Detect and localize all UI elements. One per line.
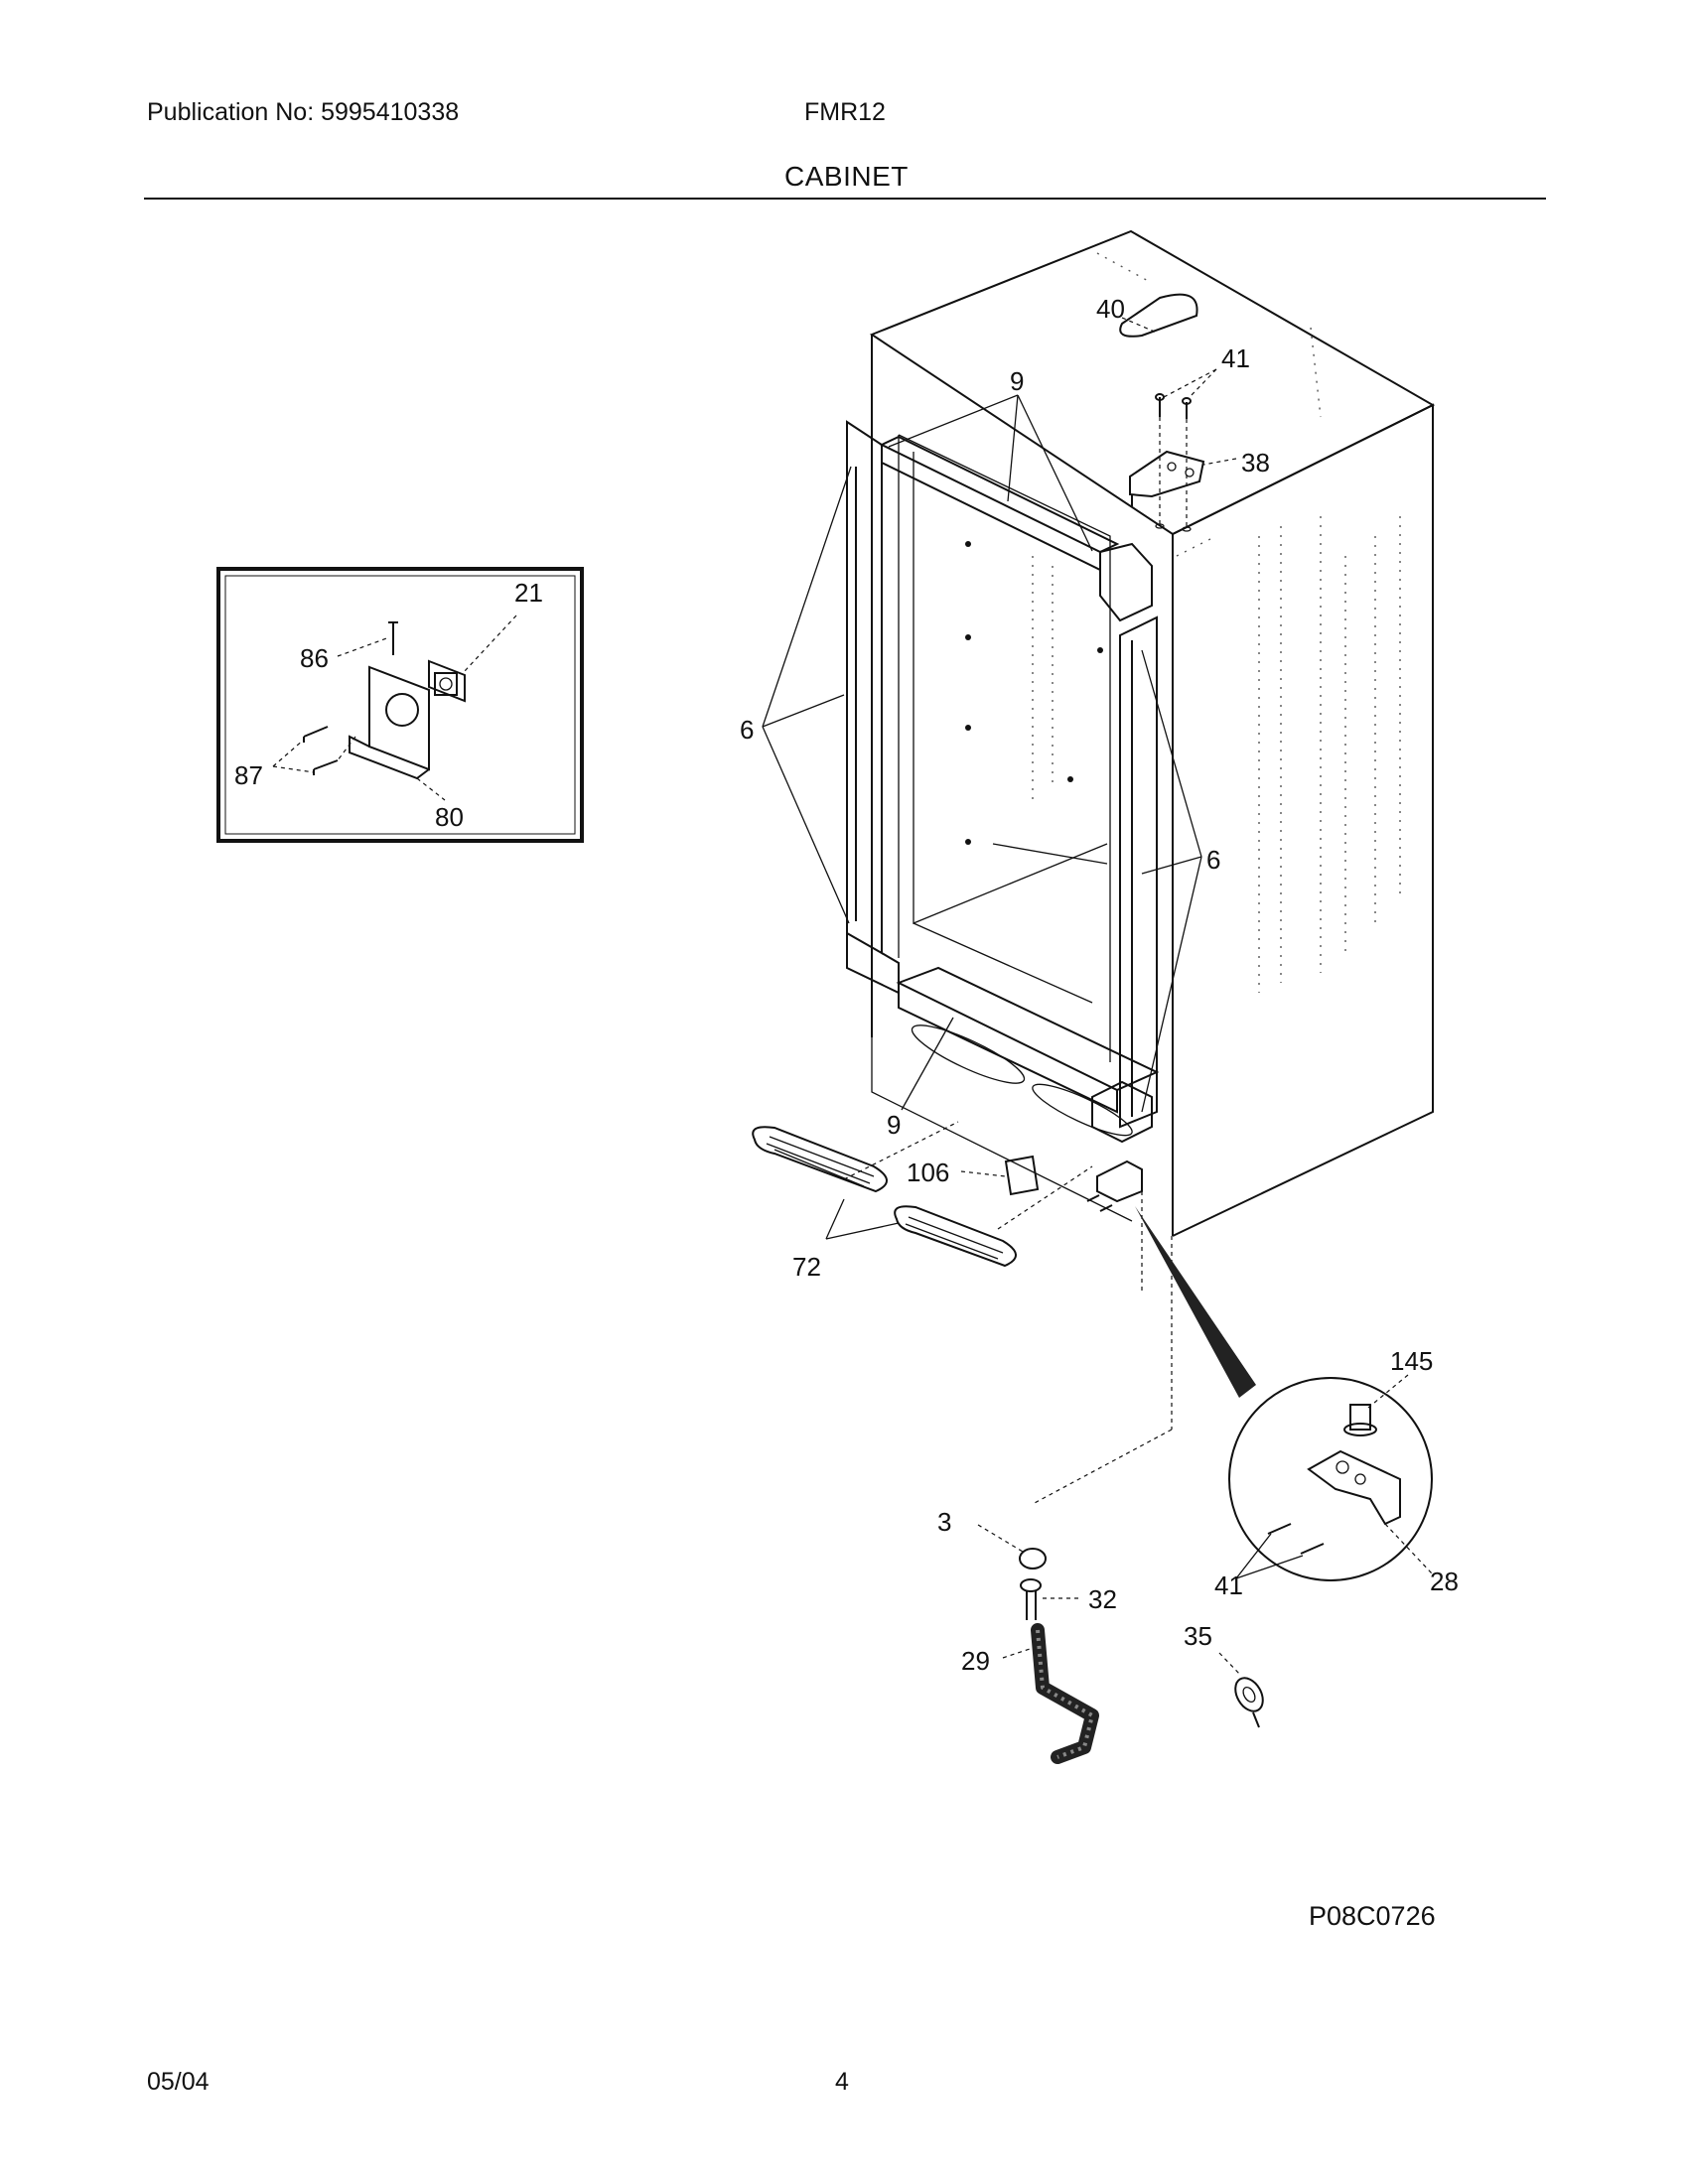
callout-35: 35 xyxy=(1184,1621,1212,1651)
callout-9-top: 9 xyxy=(1010,366,1024,396)
inset-thermostat-box xyxy=(216,567,584,843)
callout-29: 29 xyxy=(961,1646,990,1676)
callout-9-bottom: 9 xyxy=(887,1110,901,1140)
callout-28: 28 xyxy=(1430,1567,1459,1596)
callout-87: 87 xyxy=(234,760,263,790)
model-number: FMR12 xyxy=(804,98,886,126)
callout-6-left: 6 xyxy=(740,715,754,745)
callout-21: 21 xyxy=(514,578,543,608)
callout-3: 3 xyxy=(937,1507,951,1537)
callout-72: 72 xyxy=(792,1252,821,1282)
grille-72-upper xyxy=(752,1126,888,1193)
callout-41-bottom: 41 xyxy=(1214,1570,1243,1600)
page-number: 4 xyxy=(835,2068,849,2096)
header-divider xyxy=(144,198,1546,200)
lower-parts xyxy=(752,1121,1433,1764)
callout-41-top: 41 xyxy=(1221,343,1250,373)
drawing-code: P08C0726 xyxy=(1309,1901,1436,1931)
callout-80: 80 xyxy=(435,802,464,832)
callout-6-right: 6 xyxy=(1206,845,1220,875)
section-title: CABINET xyxy=(784,161,909,192)
callout-86: 86 xyxy=(300,643,329,673)
strip-leaders xyxy=(762,394,1202,1113)
cabinet-body xyxy=(869,229,1436,1237)
publication-date: 05/04 xyxy=(147,2068,210,2096)
callout-labels: 40 41 9 38 21 86 87 80 6 6 9 106 72 145 … xyxy=(234,294,1459,1676)
callout-145: 145 xyxy=(1390,1346,1433,1376)
grille-72-lower xyxy=(894,1205,1017,1268)
breaker-strips xyxy=(846,420,1160,1222)
callout-32: 32 xyxy=(1088,1584,1117,1614)
publication-number: Publication No: 5995410338 xyxy=(147,98,460,126)
callout-106: 106 xyxy=(907,1158,949,1187)
top-hinge-assembly xyxy=(1119,293,1237,532)
callout-38: 38 xyxy=(1241,448,1270,478)
callout-40: 40 xyxy=(1096,294,1125,324)
